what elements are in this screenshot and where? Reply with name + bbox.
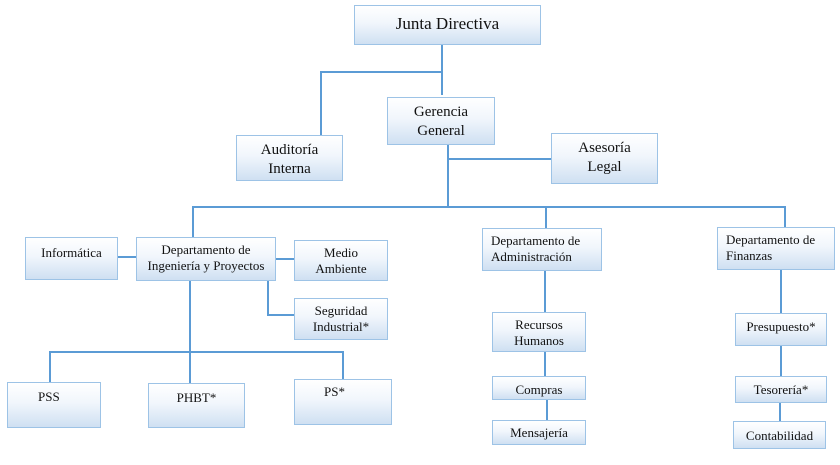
connector bbox=[49, 351, 51, 383]
node-ps: PS* bbox=[294, 379, 392, 425]
node-presupuesto: Presupuesto* bbox=[735, 313, 827, 346]
node-label: Ingeniería y Proyectos bbox=[147, 258, 265, 274]
node-label: PS* bbox=[324, 384, 345, 399]
connector bbox=[779, 403, 781, 424]
node-label: Recursos bbox=[515, 317, 563, 332]
connector bbox=[780, 270, 782, 314]
connector bbox=[267, 281, 269, 315]
node-junta-directiva: Junta Directiva bbox=[354, 5, 541, 45]
connector bbox=[447, 145, 449, 207]
connector bbox=[544, 352, 546, 377]
connector bbox=[320, 71, 322, 135]
node-label: Mensajería bbox=[510, 425, 568, 440]
node-label: Humanos bbox=[514, 333, 564, 349]
node-label: Informática bbox=[41, 245, 102, 260]
node-label: General bbox=[417, 122, 465, 139]
node-phbt: PHBT* bbox=[148, 383, 245, 428]
node-label: Presupuesto* bbox=[746, 319, 816, 334]
node-asesoria-legal: Asesoría Legal bbox=[551, 133, 658, 184]
node-label: Departamento de bbox=[491, 233, 581, 248]
node-label: Administración bbox=[491, 249, 572, 265]
connector bbox=[546, 399, 548, 422]
node-seguridad-industrial: Seguridad Industrial* bbox=[294, 298, 388, 340]
connector bbox=[267, 314, 294, 316]
node-label: PHBT* bbox=[176, 390, 217, 405]
node-label: PSS bbox=[38, 389, 60, 404]
node-gerencia-general: Gerencia General bbox=[387, 97, 495, 145]
node-departamento-finanzas: Departamento de Finanzas bbox=[717, 227, 835, 270]
node-label: Contabilidad bbox=[745, 428, 814, 443]
connector bbox=[192, 206, 194, 238]
connector bbox=[320, 71, 442, 73]
node-contabilidad: Contabilidad bbox=[733, 421, 826, 449]
node-label: Ambiente bbox=[315, 261, 367, 277]
node-medio-ambiente: Medio Ambiente bbox=[294, 240, 388, 281]
node-informatica: Informática bbox=[25, 237, 118, 280]
node-label: Medio bbox=[324, 245, 358, 260]
node-label: Junta Directiva bbox=[395, 14, 500, 33]
connector bbox=[49, 351, 343, 353]
node-label: Seguridad bbox=[314, 303, 368, 318]
node-label: Asesoría bbox=[578, 140, 631, 156]
node-auditoria-interna: Auditoría Interna bbox=[236, 135, 343, 181]
connector bbox=[784, 206, 786, 228]
node-tesoreria: Tesorería* bbox=[735, 376, 827, 403]
connector bbox=[544, 271, 546, 313]
node-label: Gerencia bbox=[413, 104, 469, 120]
connector bbox=[780, 346, 782, 377]
node-label: Finanzas bbox=[726, 248, 773, 264]
node-departamento-ingenieria: Departamento de Ingeniería y Proyectos bbox=[136, 237, 276, 281]
connector bbox=[276, 258, 294, 260]
connector bbox=[118, 256, 136, 258]
connector bbox=[342, 351, 344, 380]
node-mensajeria: Mensajería bbox=[492, 420, 586, 445]
node-label: Tesorería* bbox=[753, 382, 809, 397]
node-label: Legal bbox=[587, 158, 622, 175]
node-label: Auditoría bbox=[260, 142, 319, 158]
node-label: Departamento de bbox=[726, 232, 816, 247]
connector bbox=[189, 281, 191, 385]
node-label: Compras bbox=[515, 382, 563, 397]
node-departamento-administracion: Departamento de Administración bbox=[482, 228, 602, 271]
connector bbox=[545, 206, 547, 229]
connector bbox=[447, 158, 552, 160]
connector bbox=[192, 206, 785, 208]
node-recursos-humanos: Recursos Humanos bbox=[492, 312, 586, 352]
node-label: Industrial* bbox=[312, 319, 370, 335]
node-label: Departamento de bbox=[161, 242, 251, 257]
node-compras: Compras bbox=[492, 376, 586, 400]
connector bbox=[441, 45, 443, 95]
node-pss: PSS bbox=[7, 382, 101, 428]
node-label: Interna bbox=[268, 160, 311, 177]
